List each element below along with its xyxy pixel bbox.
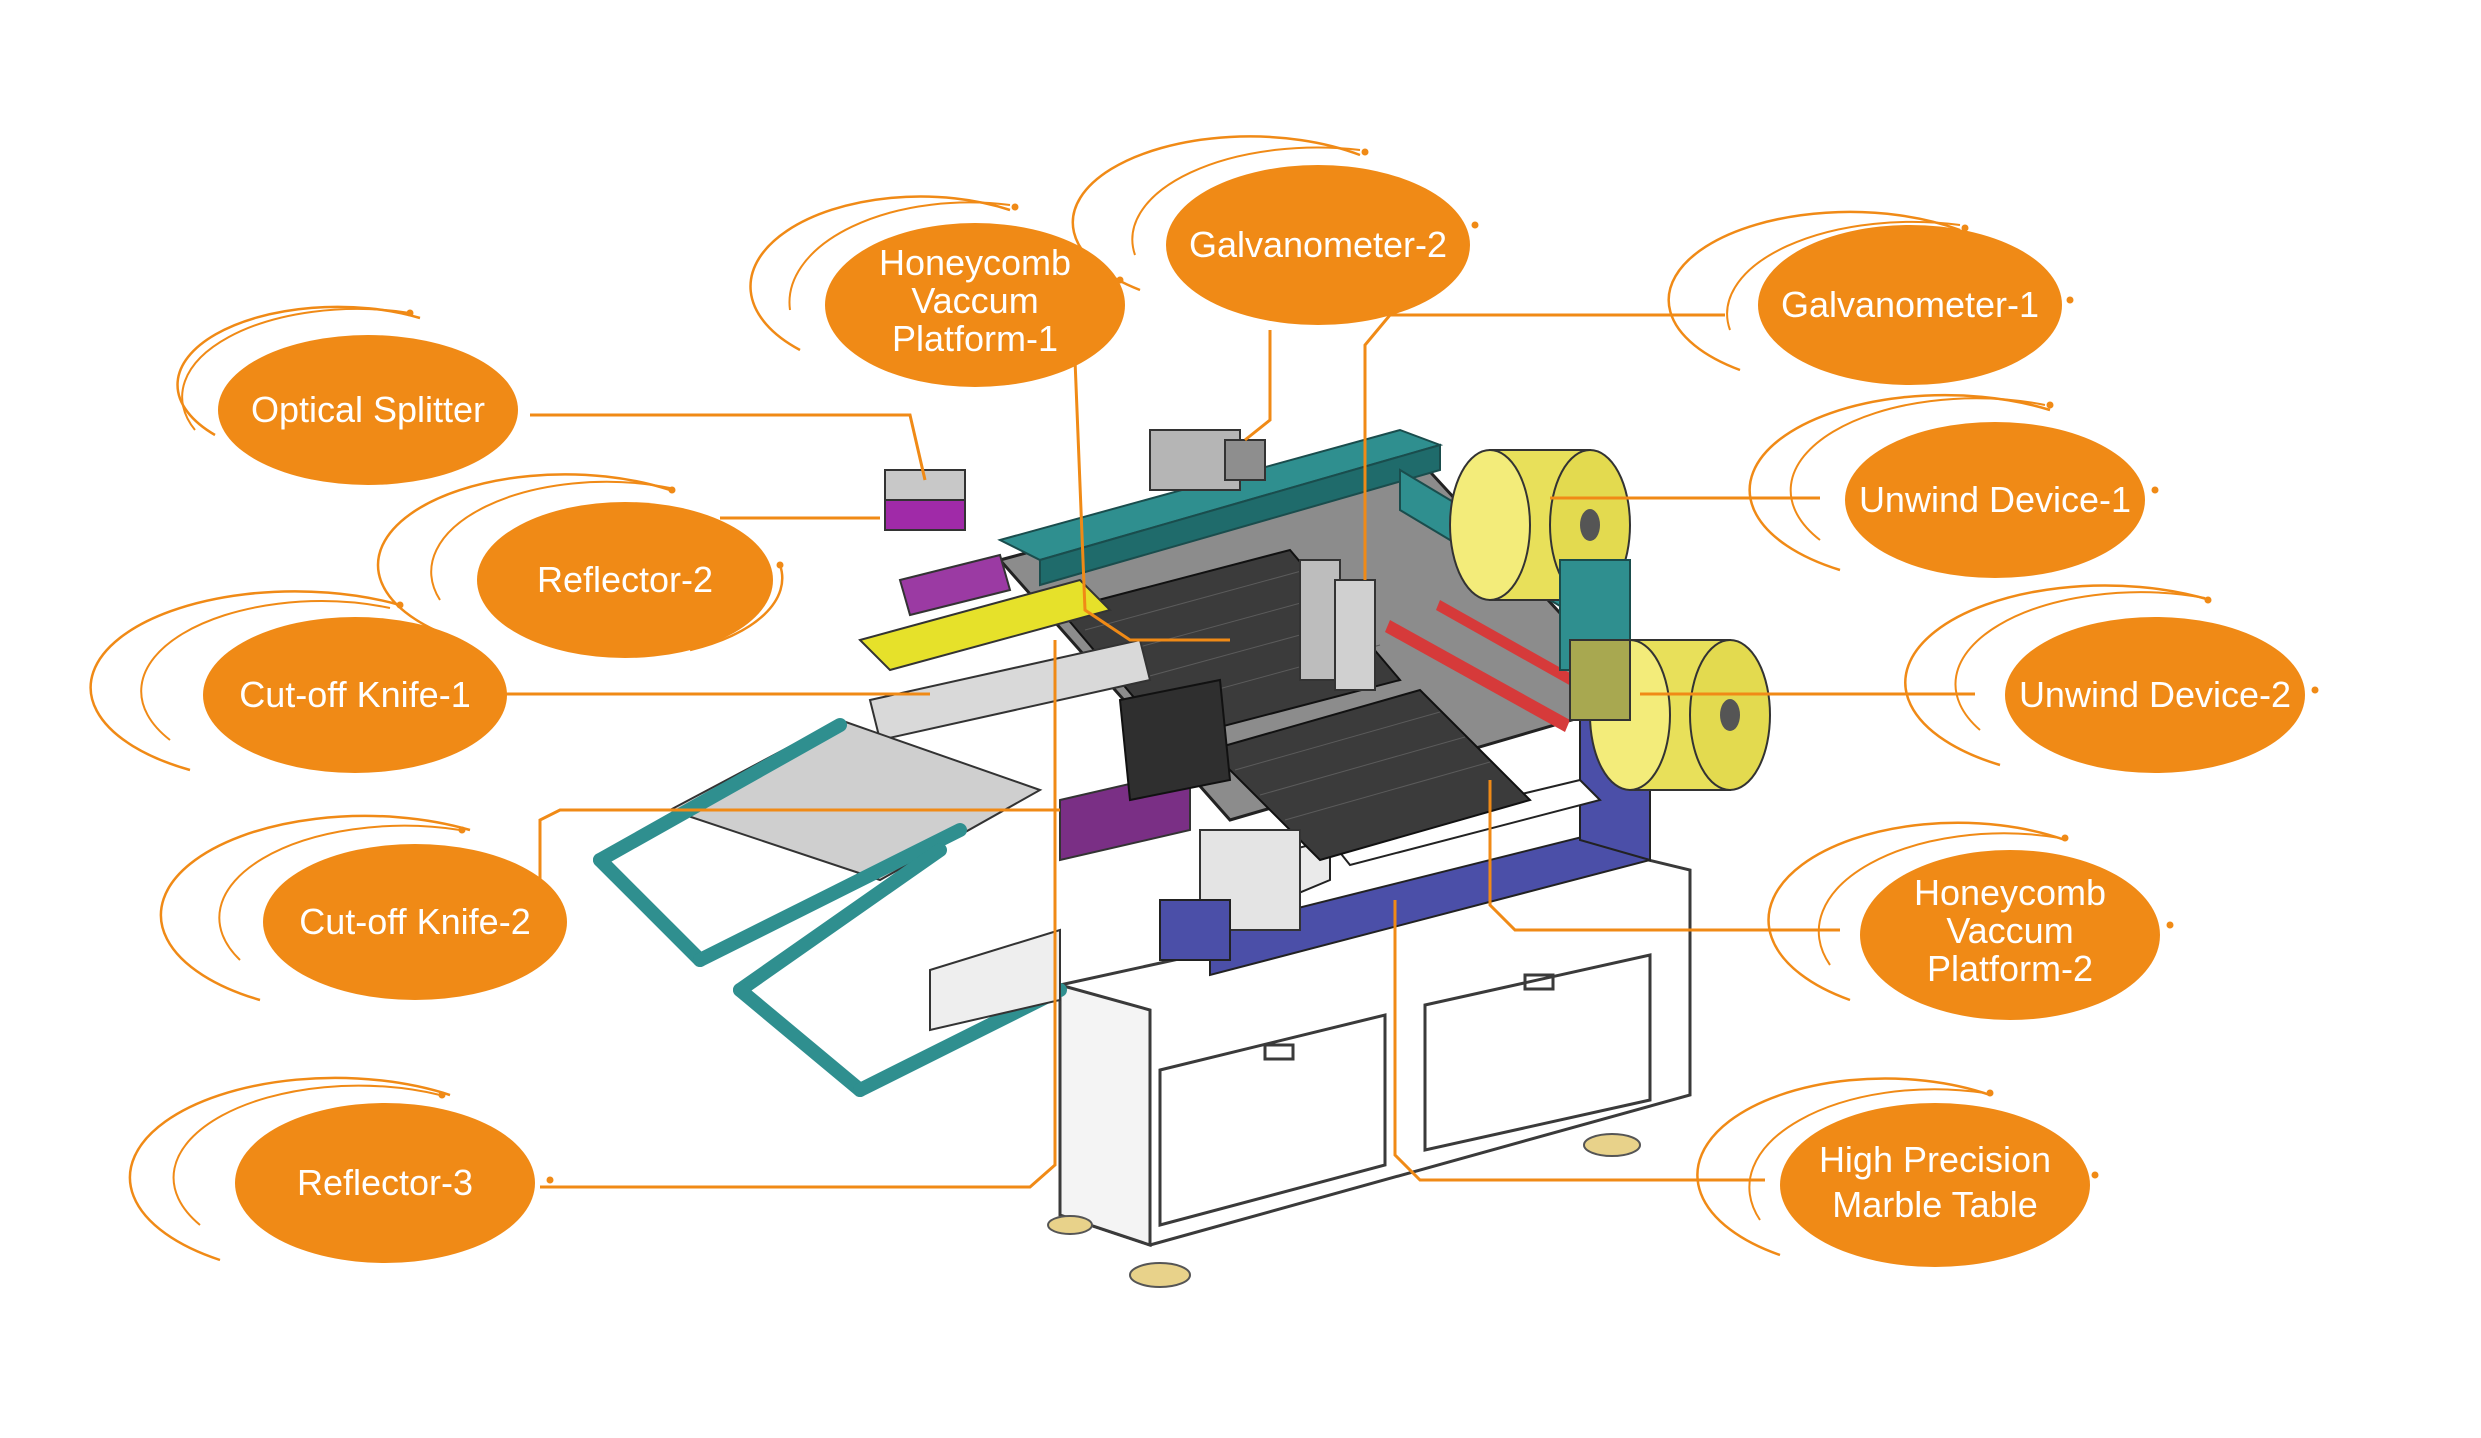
callout-honeycomb-2: Honeycomb Vaccum Platform-2 [1767,821,2174,1020]
callout-cutoff-knife-2: Cut-off Knife-2 [159,814,567,1002]
callout-cutoff-knife-1-label: Cut-off Knife-1 [239,674,470,715]
callout-honeycomb-2-line-1: Honeycomb [1914,872,2106,913]
callout-unwind-device-1: Unwind Device-1 [1748,393,2159,578]
leader-honeycomb-2 [1488,780,1840,932]
callout-cutoff-knife-1: Cut-off Knife-1 [89,590,507,773]
leader-honeycomb-1 [1073,359,1230,642]
callout-marble-table-line-1: High Precision [1819,1139,2051,1180]
callout-galvanometer-1: Galvanometer-1 [1667,210,2074,385]
callout-honeycomb-1-line-1: Honeycomb [879,242,1071,283]
callout-honeycomb-1-line-2: Vaccum [911,280,1038,321]
callout-marble-table: High Precision Marble Table [1696,1077,2099,1267]
callout-honeycomb-2-line-2: Vaccum [1946,910,2073,951]
callout-optical-splitter-label: Optical Splitter [251,389,485,430]
leader-optical-splitter [530,413,927,481]
callout-honeycomb-1-line-3: Platform-1 [892,318,1058,359]
callout-galvanometer-2: Galvanometer-2 [1071,135,1479,325]
leader-reflector-3 [540,640,1057,1189]
callout-unwind-device-1-label: Unwind Device-1 [1859,479,2131,520]
leader-galvanometer-2 [1244,330,1272,442]
callout-honeycomb-1: Honeycomb Vaccum Platform-1 [749,195,1125,387]
machine-illustration [593,428,1771,1288]
callout-honeycomb-2-line-3: Platform-2 [1927,948,2093,989]
callout-cutoff-knife-2-label: Cut-off Knife-2 [299,901,530,942]
leader-lines [490,313,1975,1189]
callout-reflector-2-label: Reflector-2 [537,559,713,600]
callout-optical-splitter: Optical Splitter [176,305,518,485]
callout-unwind-device-2: Unwind Device-2 [1904,584,2319,773]
callout-galvanometer-1-label: Galvanometer-1 [1781,284,2039,325]
callout-reflector-3-label: Reflector-3 [297,1162,473,1203]
leader-cutoff-knife-2 [538,808,1060,905]
callout-unwind-device-2-label: Unwind Device-2 [2019,674,2291,715]
callout-reflector-2: Reflector-2 [376,473,784,658]
callout-galvanometer-2-label: Galvanometer-2 [1189,224,1447,265]
leader-marble-table [1393,900,1765,1182]
callout-reflector-3: Reflector-3 [128,1076,554,1263]
leader-galvanometer-1 [1363,313,1725,580]
callout-marble-table-line-2: Marble Table [1832,1184,2037,1225]
